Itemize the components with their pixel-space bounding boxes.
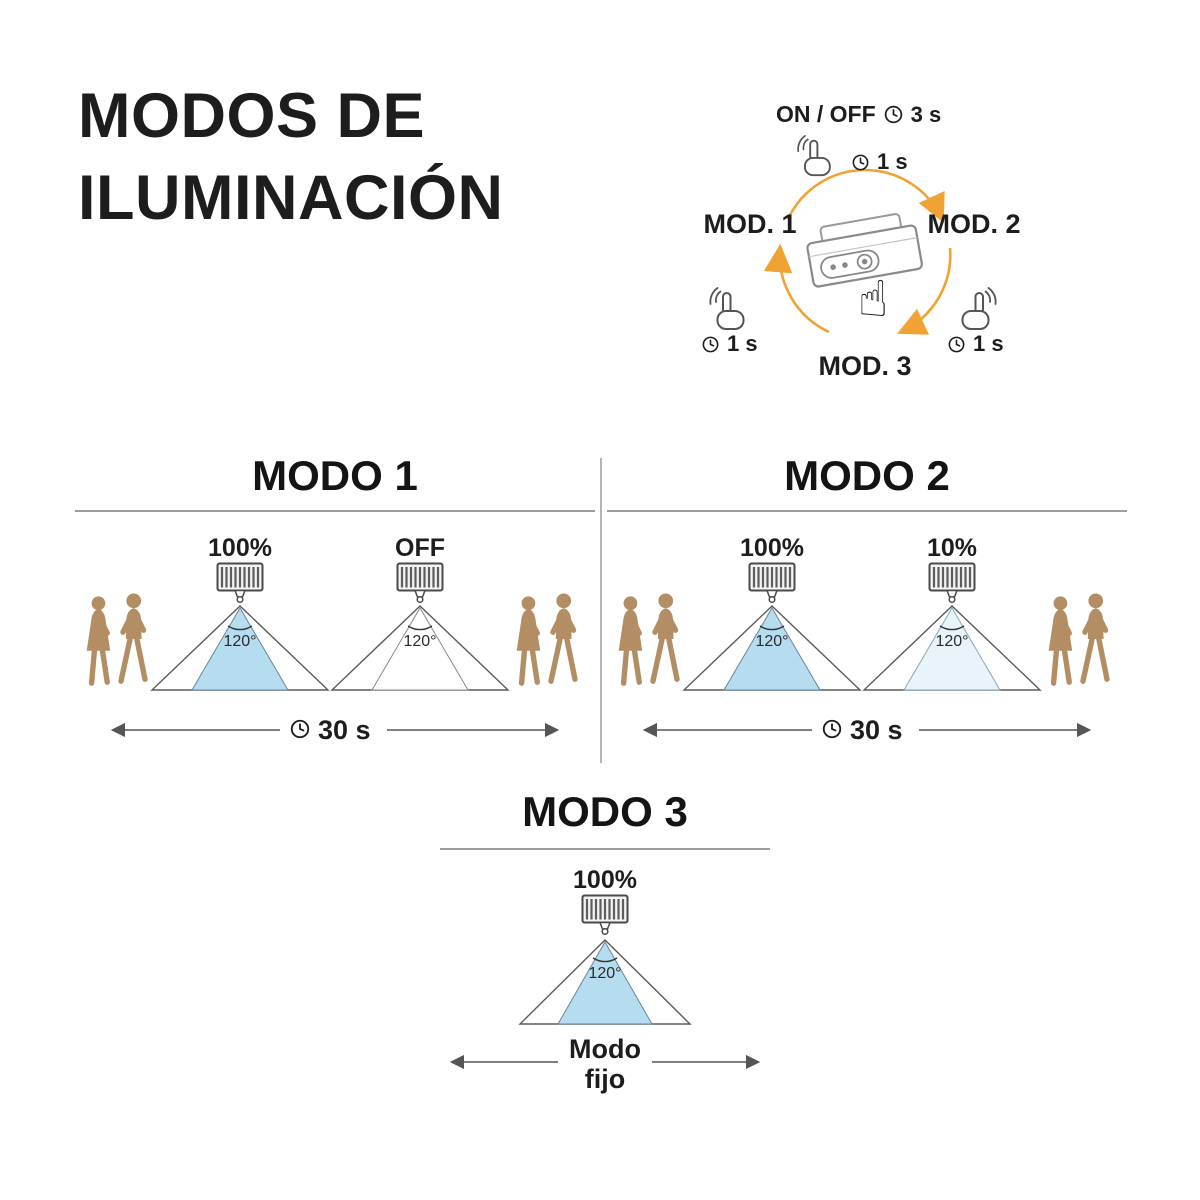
- light-cone-off: [371, 607, 469, 691]
- panel-dot-2: [842, 262, 848, 268]
- mode-selector-diagram: ☝: [709, 134, 997, 335]
- pedestrians-left: [619, 593, 677, 683]
- page-title-line1: MODOS DE: [78, 81, 426, 151]
- modo2-duration: 30 s: [850, 715, 903, 745]
- page-title: MODOS DE ILUMINACIÓN: [78, 76, 503, 240]
- duration-arrow: 30 s: [110, 715, 560, 745]
- angle-arc: [939, 625, 965, 631]
- panel-divider: [600, 458, 602, 763]
- modo3-caption-line2: fijo: [585, 1064, 626, 1094]
- floodlight-icon: [396, 562, 444, 604]
- tap-top-time: 1 s: [877, 149, 908, 174]
- modo2-angle2: 120°: [935, 633, 968, 650]
- pedestrians-right: [517, 593, 575, 683]
- tap-icon-right: [961, 287, 997, 330]
- tap-right-time-row: 1 s: [947, 331, 1004, 357]
- modo1-angle2: 120°: [403, 633, 436, 650]
- mod3-label: MOD. 3: [818, 351, 912, 381]
- clock-icon: [883, 104, 904, 125]
- floodlight-icon: [216, 562, 264, 604]
- power-button-dot: [861, 258, 868, 265]
- clock-icon: [822, 719, 842, 739]
- page-title-line2: ILUMINACIÓN: [78, 162, 504, 233]
- modo1-duration: 30 s: [318, 715, 371, 745]
- floodlight-icon: [748, 562, 796, 604]
- pointing-hand-icon: ☝: [858, 270, 888, 328]
- angle-arc: [592, 957, 618, 963]
- cycle-arrow-mod3-to-mod1: [763, 243, 830, 334]
- onoff-label: ON / OFF: [776, 101, 876, 127]
- floodlight-icon: [581, 894, 629, 936]
- modo2-light2-label: 10%: [927, 534, 977, 562]
- light-cone-100: [723, 607, 821, 691]
- tap-right-time: 1 s: [973, 331, 1004, 356]
- modo1-title: MODO 1: [252, 452, 418, 499]
- duration-arrow: 30 s: [642, 715, 1092, 745]
- modo3-angle: 120°: [588, 965, 621, 982]
- modo3-light-label: 100%: [573, 866, 637, 894]
- modo2-light1-label: 100%: [740, 534, 804, 562]
- modo1-underline: [75, 510, 595, 512]
- panel-dot-1: [830, 264, 836, 270]
- pedestrians-right: [1049, 593, 1107, 683]
- onoff-label-row: ON / OFF 3 s: [776, 101, 941, 128]
- modo1-scene: 100% 120° OFF 120° 30 s: [75, 534, 595, 745]
- tap-icon-top: [797, 134, 831, 177]
- modo2-angle1: 120°: [755, 633, 788, 650]
- light-cone-100: [557, 940, 653, 1025]
- cycle-arrow-mod1-to-mod2: [786, 168, 945, 223]
- tap-left-time: 1 s: [727, 331, 758, 356]
- angle-arc: [759, 625, 785, 631]
- clock-icon: [290, 719, 310, 739]
- light-cone-100: [191, 607, 289, 691]
- modo2-scene: 100% 120° 10% 120° 30 s: [607, 534, 1127, 745]
- modo3-title: MODO 3: [522, 788, 688, 835]
- clock-icon: [851, 153, 870, 172]
- angle-arc: [227, 625, 253, 631]
- modo3-underline: [440, 848, 770, 850]
- modo1-angle1: 120°: [223, 633, 256, 650]
- mod1-label: MOD. 1: [703, 209, 797, 239]
- modo3-scene: 100% 120° Modo fijo: [449, 866, 761, 1094]
- modo1-light2-label: OFF: [395, 534, 445, 562]
- pedestrians-left: [87, 593, 145, 683]
- angle-arc: [407, 625, 433, 631]
- tap-top-time-row: 1 s: [851, 149, 908, 175]
- onoff-time: 3 s: [910, 101, 942, 127]
- mod2-label: MOD. 2: [927, 209, 1021, 239]
- cycle-arrows: [763, 168, 952, 335]
- tap-left-time-row: 1 s: [701, 331, 758, 357]
- device-back: [806, 213, 923, 288]
- modo2-underline: [607, 510, 1127, 512]
- tap-icon-left: [709, 287, 745, 330]
- fixed-mode-arrow: Modo fijo: [449, 1034, 761, 1094]
- cycle-arrow-mod2-to-mod3: [897, 247, 952, 335]
- modo3-caption-line1: Modo: [569, 1034, 641, 1064]
- light-cone-10: [903, 607, 1001, 691]
- floodlight-icon: [928, 562, 976, 604]
- clock-icon: [701, 335, 720, 354]
- modo2-title: MODO 2: [784, 452, 950, 499]
- clock-icon: [947, 335, 966, 354]
- modo1-light1-label: 100%: [208, 534, 272, 562]
